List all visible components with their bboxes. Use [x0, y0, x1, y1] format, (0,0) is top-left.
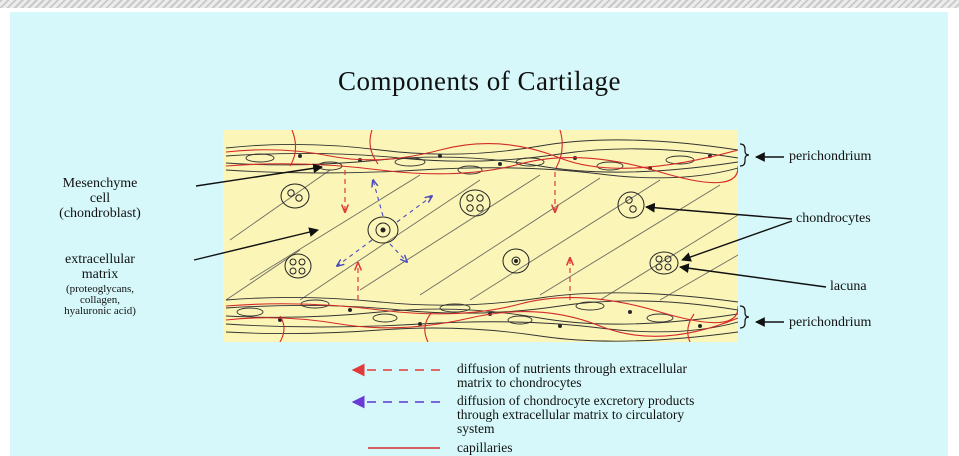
chondrocyte-cell: [618, 192, 644, 218]
chondrocytes-label: chondrocytes: [796, 211, 871, 226]
legend-line: diffusion of chondrocyte excretory produ…: [457, 394, 694, 408]
label-line: matrix: [42, 267, 158, 282]
label-line: (chondroblast): [40, 206, 160, 221]
label-line: cell: [40, 191, 160, 206]
perichondrium-bottom-band: [226, 293, 738, 341]
label-line: Mesenchyme: [40, 176, 160, 191]
legend-line: matrix to chondrocytes: [457, 376, 687, 390]
lacuna-label: lacuna: [830, 279, 867, 294]
chondrocyte-cell: [650, 252, 678, 274]
extracellular-matrix-detail: (proteoglycans, collagen, hyaluronic aci…: [42, 284, 158, 317]
chondrocyte-cell: [285, 254, 311, 278]
legend-capillaries-text: capillaries: [457, 441, 512, 455]
chondrocyte-cells: [281, 184, 678, 278]
legend-excretory-text: diffusion of chondrocyte excretory produ…: [457, 394, 694, 436]
legend-line: through extracellular matrix to circulat…: [457, 408, 694, 422]
matrix-fibers: [226, 170, 738, 300]
perichondrium-top-label: perichondrium: [789, 149, 871, 164]
chondrocyte-cell: [368, 217, 398, 243]
legend-nutrients-text: diffusion of nutrients through extracell…: [457, 362, 687, 390]
chondrocyte-cell: [460, 190, 490, 216]
chondrocyte-cell: [503, 249, 529, 273]
mesenchyme-cell-label: Mesenchyme cell (chondroblast): [40, 176, 160, 221]
legend-line: diffusion of nutrients through extracell…: [457, 362, 687, 376]
label-line: hyaluronic acid): [42, 306, 158, 317]
legend-symbols: [353, 370, 440, 448]
legend-line: system: [457, 422, 694, 436]
perichondrium-bottom-label: perichondrium: [789, 315, 871, 330]
label-line: extracellular: [42, 252, 158, 267]
capillaries: [226, 130, 738, 342]
chondrocyte-cell: [281, 184, 309, 208]
extracellular-matrix-label: extracellular matrix: [42, 252, 158, 282]
